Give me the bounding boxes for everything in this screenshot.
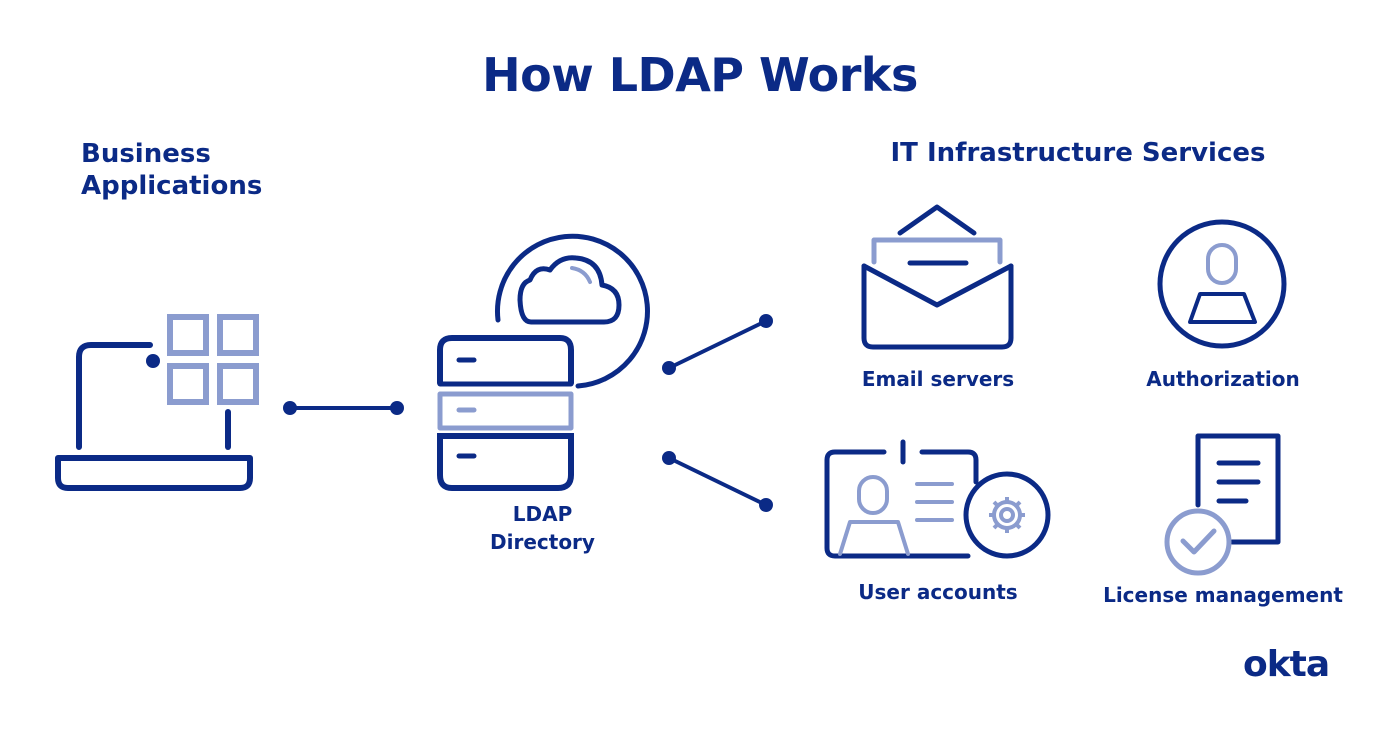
user-accounts-label: User accounts bbox=[858, 580, 1018, 604]
cloud-icon bbox=[495, 233, 650, 389]
okta-logo: okta bbox=[1243, 644, 1330, 685]
user-icon bbox=[1157, 219, 1287, 349]
gear-icon bbox=[963, 471, 1051, 559]
email-servers-label: Email servers bbox=[861, 367, 1015, 391]
laptop-icon bbox=[55, 342, 253, 491]
connector-ldap-users bbox=[662, 451, 773, 512]
license-management-label: License management bbox=[1103, 583, 1343, 607]
connector-apps-ldap bbox=[283, 401, 404, 415]
connector-ldap-email bbox=[662, 314, 773, 375]
app-grid-icon bbox=[167, 314, 259, 405]
checkmark-icon bbox=[1164, 508, 1232, 576]
it-infrastructure-heading: IT Infrastructure Services bbox=[890, 138, 1266, 168]
authorization-label: Authorization bbox=[1146, 367, 1300, 391]
id-card-icon bbox=[824, 439, 979, 559]
diagram-title: How LDAP Works bbox=[482, 48, 918, 102]
server-stack-icon bbox=[437, 335, 574, 491]
email-icon bbox=[861, 204, 1014, 350]
business-applications-heading: Business Applications bbox=[81, 139, 263, 201]
document-icon bbox=[1195, 433, 1281, 545]
laptop-camera-dot bbox=[146, 354, 160, 368]
ldap-directory-label: LDAP Directory bbox=[490, 502, 595, 554]
